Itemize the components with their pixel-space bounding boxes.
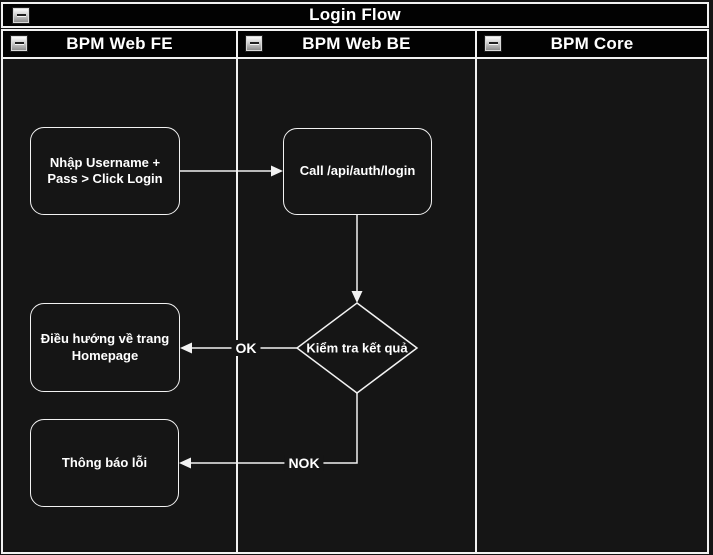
decision-label: Kiểm tra kết quả xyxy=(306,340,408,356)
lane-bpm-web-fe: BPM Web FE xyxy=(3,31,238,552)
collapse-pool-button[interactable] xyxy=(12,7,30,24)
minus-icon xyxy=(16,14,26,17)
minus-icon xyxy=(14,42,24,45)
lane-header-bpm-web-be[interactable]: BPM Web BE xyxy=(238,31,475,59)
minus-icon xyxy=(488,42,498,45)
lane-label: BPM Web FE xyxy=(66,34,173,53)
minus-icon xyxy=(249,42,259,45)
edge-label-nok[interactable]: NOK xyxy=(284,455,324,471)
lane-label: BPM Web BE xyxy=(302,34,411,53)
lane-bpm-web-be: BPM Web BE xyxy=(238,31,477,552)
lane-bpm-core: BPM Core xyxy=(477,31,707,552)
node-input-credentials[interactable]: Nhập Username + Pass > Click Login xyxy=(30,127,180,215)
lane-body-bpm-core xyxy=(477,59,707,552)
node-label-line: Nhập Username + xyxy=(49,154,161,170)
swimlane-container: BPM Web FE BPM Web BE BPM Core xyxy=(1,29,709,554)
node-show-error[interactable]: Thông báo lỗi xyxy=(30,419,179,507)
node-label-line: Homepage xyxy=(71,347,139,363)
node-label-line: Pass > Click Login xyxy=(47,171,163,186)
collapse-lane-be-button[interactable] xyxy=(245,35,263,52)
node-label-line: Call /api/auth/login xyxy=(299,163,416,179)
pool-title-bar[interactable]: Login Flow xyxy=(1,2,709,28)
lane-header-bpm-core[interactable]: BPM Core xyxy=(477,31,707,59)
collapse-lane-core-button[interactable] xyxy=(484,35,502,52)
edge-label-ok[interactable]: OK xyxy=(231,340,261,356)
node-label-line: Thông báo lỗi xyxy=(61,454,148,470)
node-label-line: Điều hướng về trang xyxy=(40,331,170,347)
pool-title: Login Flow xyxy=(309,5,401,24)
collapse-lane-fe-button[interactable] xyxy=(10,35,28,52)
lane-label: BPM Core xyxy=(550,34,634,53)
lane-header-bpm-web-fe[interactable]: BPM Web FE xyxy=(3,31,236,59)
node-redirect-homepage[interactable]: Điều hướng về trang Homepage xyxy=(30,303,180,392)
node-call-login-api[interactable]: Call /api/auth/login xyxy=(283,128,432,215)
